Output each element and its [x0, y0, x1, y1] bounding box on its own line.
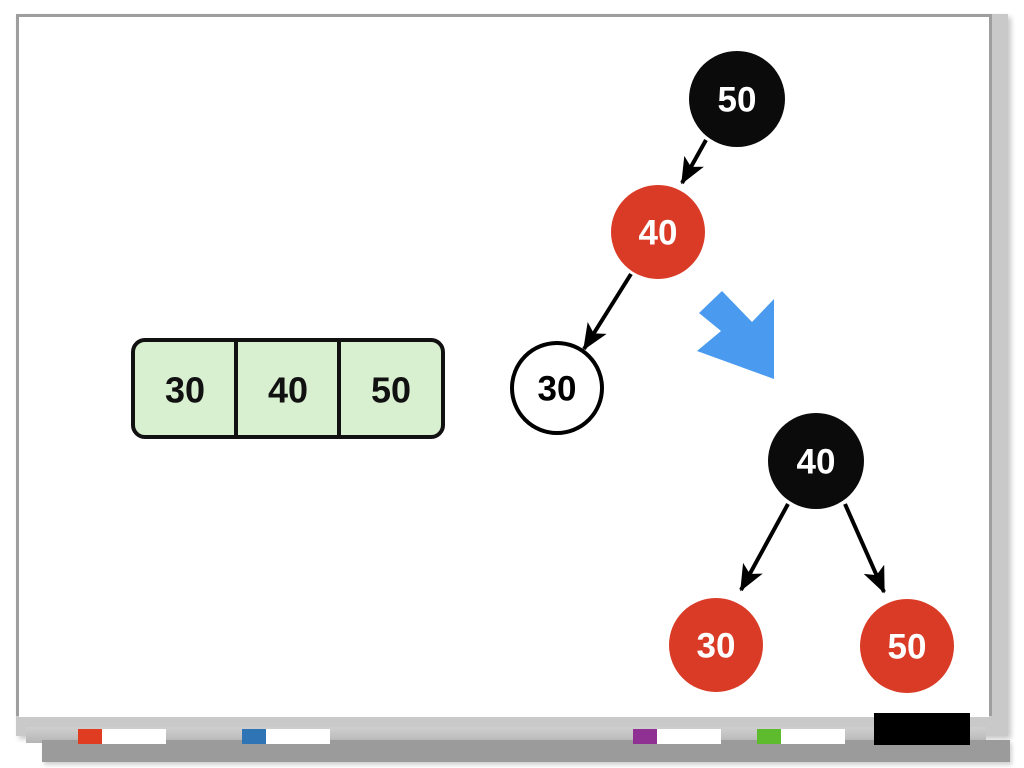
red-marker-body: [102, 729, 166, 744]
array-box: [131, 338, 445, 439]
edge-40-to-30: [582, 272, 633, 351]
node-30-white: [510, 341, 604, 435]
array-cell-1: 40: [268, 370, 308, 411]
node-30-red: [669, 598, 763, 692]
red-marker-cap: [78, 729, 102, 744]
node-50-black-label: 50: [718, 81, 757, 120]
tree-after-rotation: 40 30 50: [669, 413, 954, 693]
blue-marker[interactable]: [242, 729, 330, 744]
green-marker-body: [781, 729, 845, 744]
green-marker-cap: [757, 729, 781, 744]
node-50-red-label: 50: [888, 628, 927, 667]
purple-marker[interactable]: [633, 729, 721, 744]
green-marker[interactable]: [757, 729, 845, 744]
edge-50-to-40: [680, 139, 708, 185]
node-40-black-label: 40: [797, 443, 836, 482]
edge-40-to-50-right: [843, 503, 886, 594]
node-40-red-label: 40: [639, 214, 678, 253]
purple-marker-body: [657, 729, 721, 744]
blue-marker-body: [266, 729, 330, 744]
array-cell-0: 30: [165, 370, 205, 411]
purple-marker-cap: [633, 729, 657, 744]
board-eraser[interactable]: [874, 713, 970, 745]
blue-transform-arrow: [697, 291, 774, 379]
node-50-black: [689, 51, 785, 147]
tree-before-rotation: 50 40 30: [510, 51, 785, 435]
blue-marker-cap: [242, 729, 266, 744]
node-30-red-label: 30: [697, 627, 736, 666]
red-marker[interactable]: [78, 729, 166, 744]
node-40-black: [768, 413, 864, 509]
node-40-red: [611, 185, 705, 279]
array-cell-2: 50: [371, 370, 411, 411]
node-30-white-label: 30: [538, 370, 577, 409]
edge-40-to-30-left: [739, 503, 790, 592]
sorted-array: 30 40 50: [131, 338, 445, 439]
node-50-red: [860, 599, 954, 693]
marker-tray: [42, 740, 1010, 762]
